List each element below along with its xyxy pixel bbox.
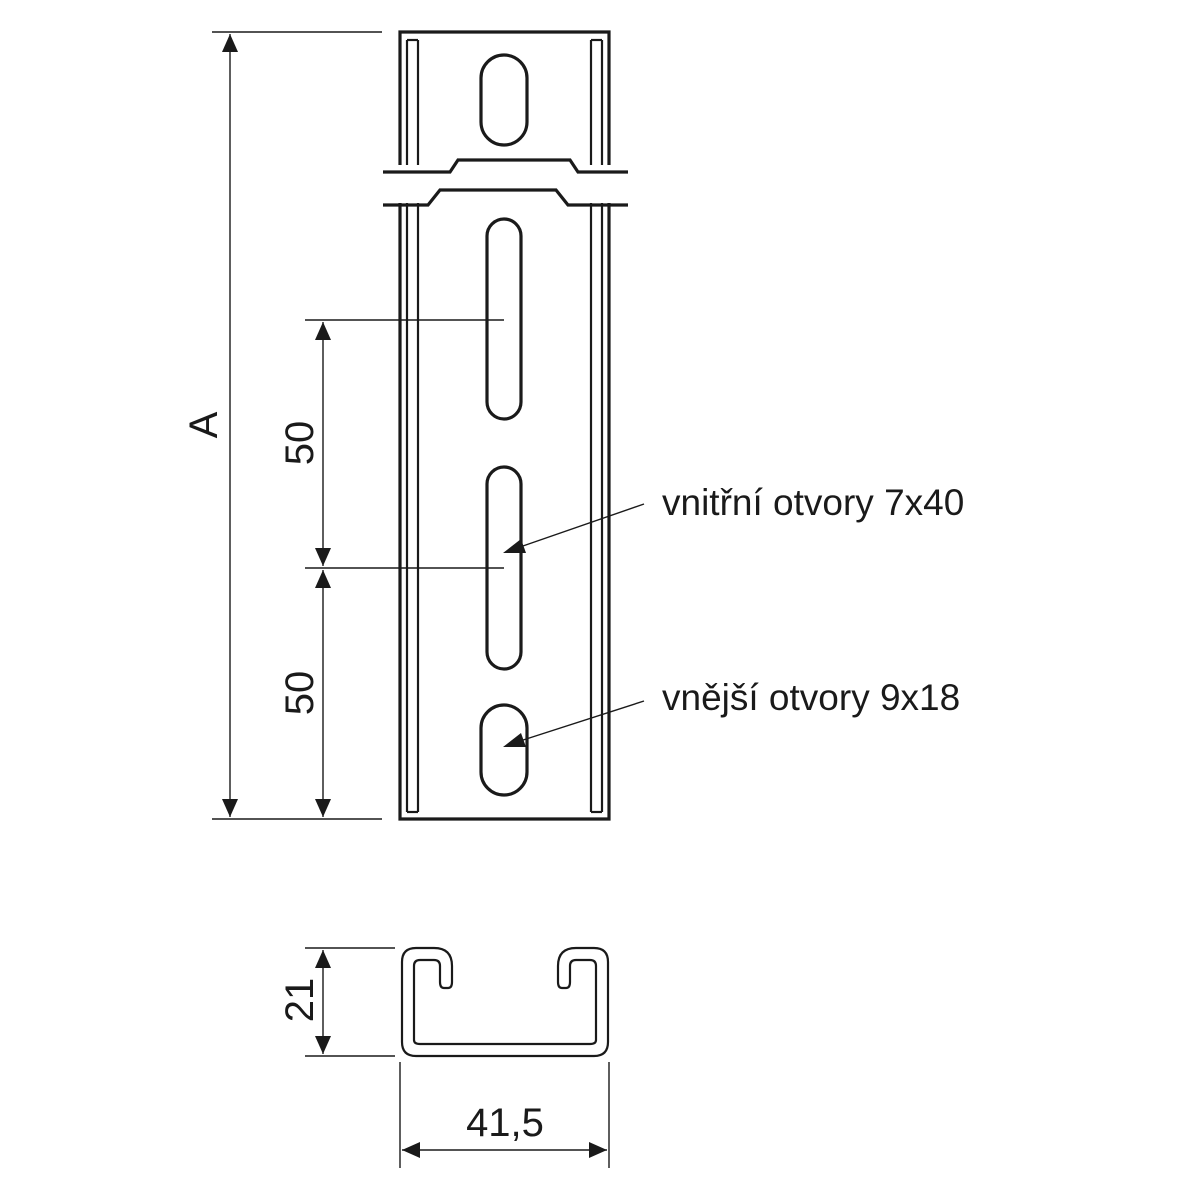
callout-outer-slots: vnější otvory 9x18 bbox=[503, 677, 960, 747]
leader-arrow-inner bbox=[503, 539, 526, 553]
rail-elevation bbox=[383, 30, 628, 821]
callout-label-outer: vnější otvory 9x18 bbox=[662, 677, 960, 718]
dimension-label-50-lower: 50 bbox=[278, 671, 322, 716]
arrow-a-bottom bbox=[222, 799, 238, 817]
arrow-50-lower-top bbox=[315, 570, 331, 588]
arrow-a-top bbox=[222, 34, 238, 52]
dimension-slot-pitch: 50 50 bbox=[278, 319, 504, 817]
leader-line-outer bbox=[519, 700, 645, 742]
dimension-section-height: 21 bbox=[278, 947, 395, 1057]
dimension-label-a: A bbox=[182, 411, 226, 438]
outer-slot-bottom bbox=[479, 703, 529, 797]
dimension-label-41-5: 41,5 bbox=[466, 1101, 544, 1145]
c-profile-section bbox=[400, 946, 610, 1058]
arrow-50-lower-bottom bbox=[315, 799, 331, 817]
section-outer-contour bbox=[400, 946, 610, 1058]
dimension-label-21: 21 bbox=[278, 978, 322, 1023]
break-line-lower bbox=[383, 188, 628, 207]
arrow-50-upper-bottom bbox=[315, 548, 331, 566]
arrow-21-bottom bbox=[315, 1036, 331, 1054]
leader-arrow-outer bbox=[503, 733, 526, 747]
break-line-upper bbox=[383, 158, 628, 174]
dimension-label-50-upper: 50 bbox=[278, 421, 322, 466]
dimension-section-width: 41,5 bbox=[399, 1062, 610, 1168]
outer-slot-top bbox=[479, 53, 529, 147]
arrow-21-top bbox=[315, 950, 331, 968]
rail-outline-bottom bbox=[398, 203, 611, 821]
dimension-a: A bbox=[182, 31, 382, 820]
arrow-41-5-right bbox=[589, 1142, 607, 1158]
inner-slot-upper bbox=[485, 217, 523, 421]
leader-line-inner bbox=[519, 503, 645, 548]
rail-outline-top bbox=[398, 30, 611, 165]
arrow-50-upper-top bbox=[315, 322, 331, 340]
arrow-41-5-left bbox=[402, 1142, 420, 1158]
callout-label-inner: vnitřní otvory 7x40 bbox=[662, 482, 964, 523]
callout-inner-slots: vnitřní otvory 7x40 bbox=[503, 482, 964, 553]
